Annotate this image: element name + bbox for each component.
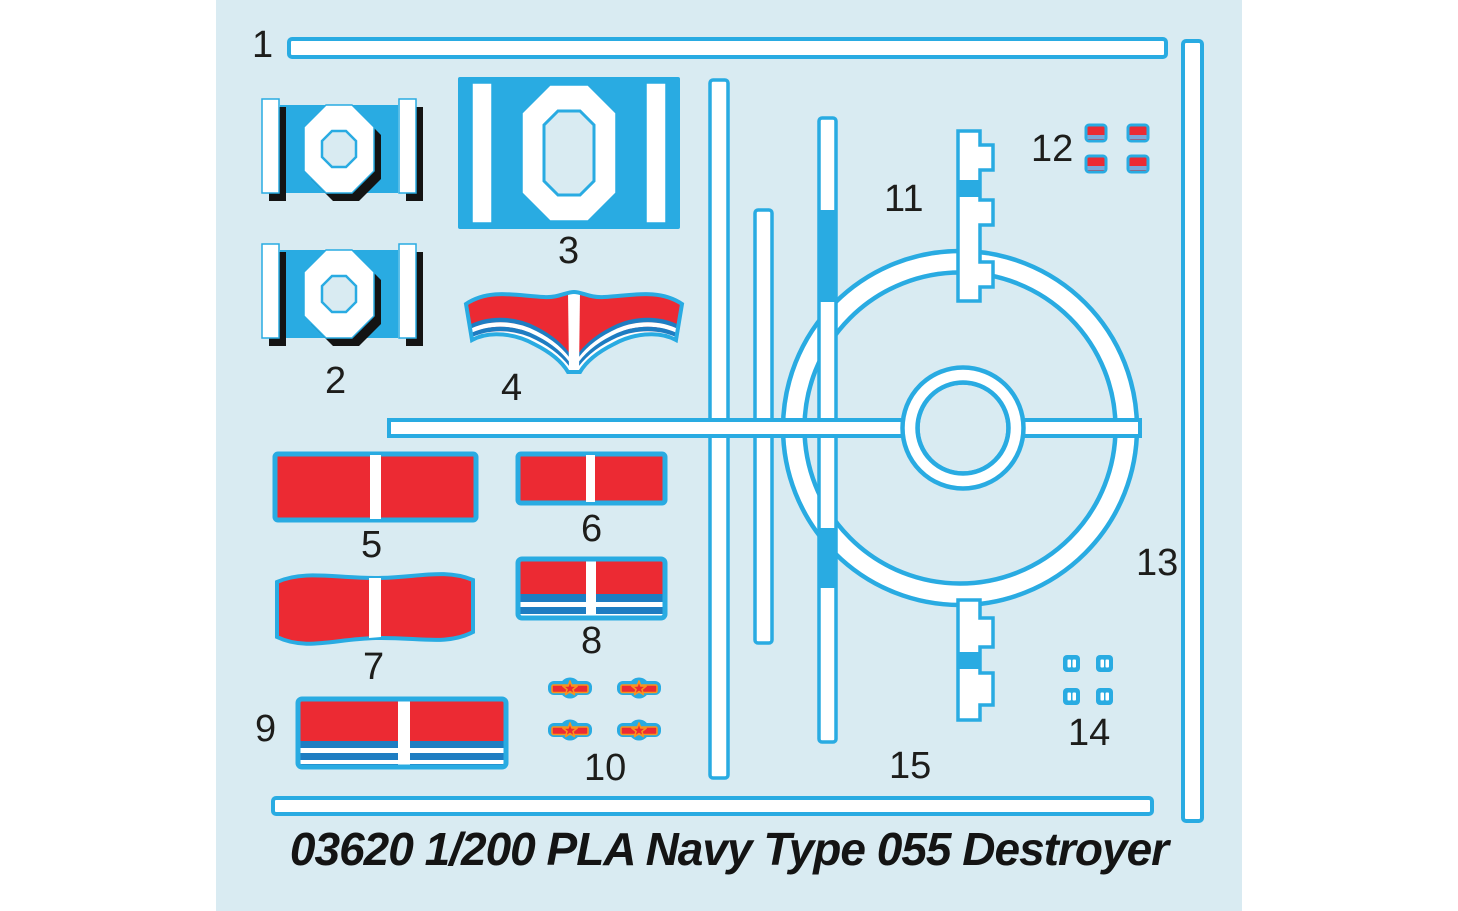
decal-small-red-rects xyxy=(1084,123,1150,174)
decal-striped-ensign-small xyxy=(515,556,668,621)
decal-long-stripe-13 xyxy=(1181,39,1204,823)
part-label-4: 4 xyxy=(501,367,523,409)
decal-tiny-squares xyxy=(1063,655,1113,705)
part-label-3: 3 xyxy=(558,230,580,272)
decal-hull-number-panel-101 xyxy=(458,77,680,229)
part-label-6: 6 xyxy=(581,508,603,550)
decal-hull-number-101-b xyxy=(260,242,425,348)
sheet-title: 03620 1/200 PLA Navy Type 055 Destroyer xyxy=(289,823,1169,875)
part-label-2: 2 xyxy=(325,360,347,402)
decal-crosshair-band xyxy=(387,418,1142,438)
part-label-7: 7 xyxy=(363,646,385,688)
decal-hull-number-101-a xyxy=(260,97,425,203)
part-label-10: 10 xyxy=(584,747,627,789)
decal-notched-strip-upper xyxy=(956,129,995,303)
part-label-13: 13 xyxy=(1136,542,1179,584)
part-label-11: 11 xyxy=(884,178,924,220)
decal-long-stripe-1 xyxy=(287,37,1168,59)
decal-red-panel-large xyxy=(272,451,479,523)
decal-waving-red-flag xyxy=(275,572,475,646)
part-label-1: 1 xyxy=(252,24,274,66)
decal-draped-ensign-flag xyxy=(464,290,684,374)
part-label-8: 8 xyxy=(581,620,603,662)
part-label-9: 9 xyxy=(255,708,277,750)
decal-striped-ensign-large xyxy=(295,696,509,770)
decal-long-stripe-bottom xyxy=(271,796,1154,816)
decal-star-emblems xyxy=(547,676,662,742)
part-label-5: 5 xyxy=(361,524,383,566)
decal-landing-circle-center xyxy=(900,365,1026,491)
decal-notched-strip-lower xyxy=(956,598,995,722)
part-label-15: 15 xyxy=(889,745,932,787)
part-label-14: 14 xyxy=(1068,712,1111,754)
part-label-12: 12 xyxy=(1031,128,1074,170)
decal-red-panel-small xyxy=(515,451,668,506)
